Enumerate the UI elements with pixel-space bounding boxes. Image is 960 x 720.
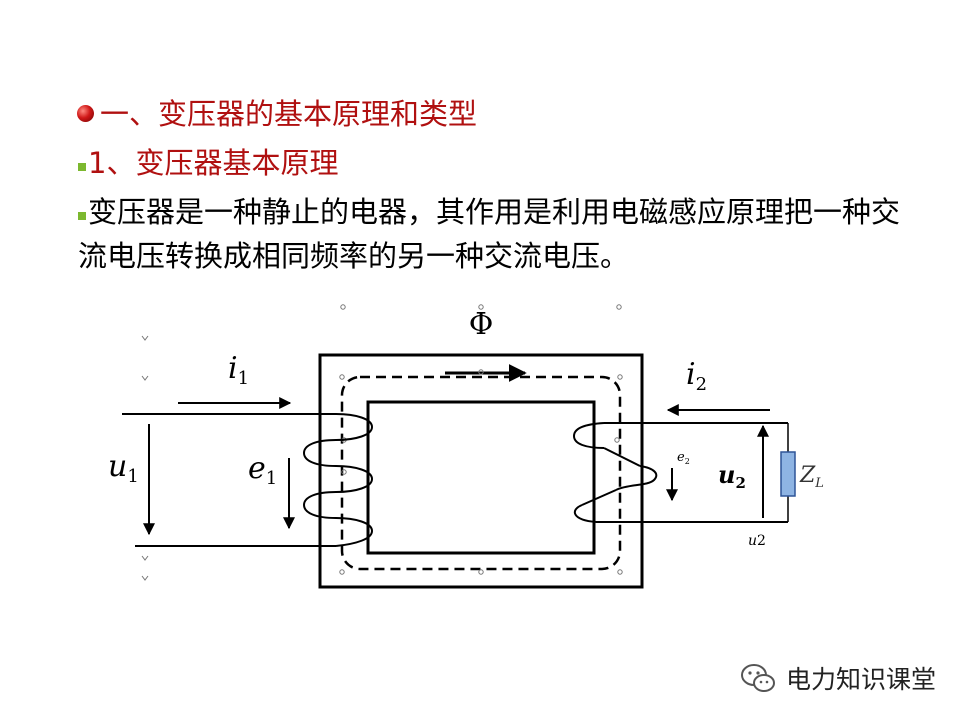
- bullet-ball-icon: [77, 105, 94, 122]
- bullet-square-icon: [78, 212, 86, 220]
- u1-label: u1: [108, 449, 139, 487]
- i2-label: i2: [686, 357, 707, 395]
- description-paragraph: 变压器是一种静止的电器，其作用是利用电磁感应原理把一种交流电压转换成相同频率的另…: [78, 190, 918, 278]
- i1-label: i1: [228, 351, 249, 389]
- zl-label: ZL: [799, 463, 824, 491]
- wechat-icon: [741, 664, 775, 692]
- stray-marks: [141, 304, 622, 581]
- transformer-core: [318, 353, 644, 589]
- e2-label: e2: [677, 450, 690, 466]
- subsection-heading: 1、变压器基本原理: [78, 145, 338, 181]
- u2-label: u2: [718, 460, 746, 492]
- u2-bottom-label: u2: [748, 533, 766, 549]
- subsection-heading-text: 1、变压器基本原理: [88, 146, 339, 180]
- secondary-winding: [572, 422, 788, 523]
- section-heading: 一、变压器的基本原理和类型: [77, 96, 478, 132]
- load-circuit: [780, 423, 796, 522]
- load-impedance: [780, 451, 796, 497]
- section-heading-text: 一、变压器的基本原理和类型: [100, 97, 478, 131]
- flux-label: Φ: [469, 307, 494, 342]
- bullet-square-icon: [78, 163, 86, 171]
- watermark: 电力知识课堂: [738, 658, 936, 698]
- watermark-text: 电力知识课堂: [786, 665, 937, 694]
- e1-label: e1: [248, 451, 277, 489]
- primary-winding: [122, 413, 374, 547]
- arrows: [143, 397, 770, 536]
- description-text: 变压器是一种静止的电器，其作用是利用电磁感应原理把一种交流电压转换成相同频率的另…: [78, 195, 901, 273]
